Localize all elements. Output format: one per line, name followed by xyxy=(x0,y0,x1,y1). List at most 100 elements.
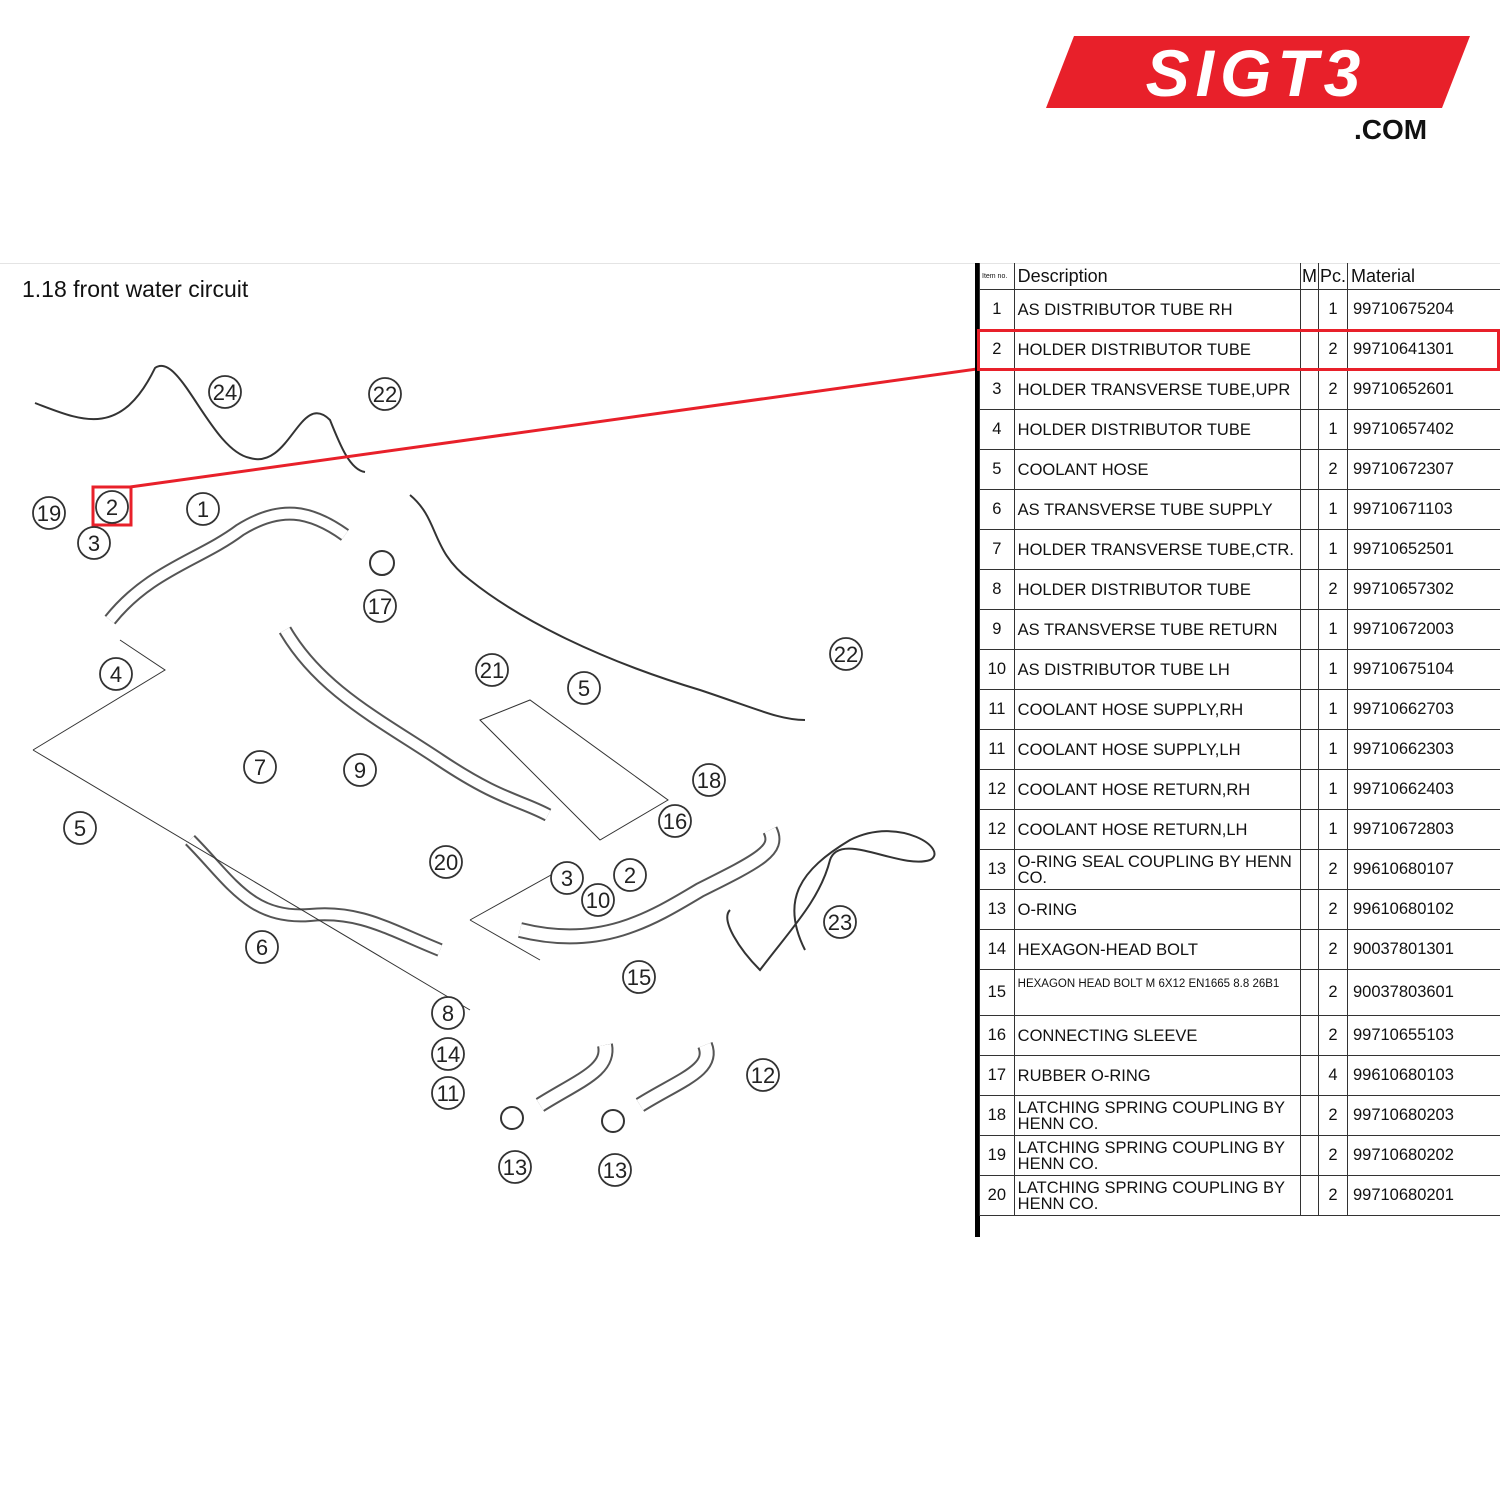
item-number: 6 xyxy=(979,489,1015,530)
callout-1[interactable]: 1 xyxy=(186,492,220,526)
callout-16[interactable]: 16 xyxy=(658,804,692,838)
callout-3[interactable]: 3 xyxy=(550,861,584,895)
material-number: 99710675204 xyxy=(1346,289,1500,330)
callout-21[interactable]: 21 xyxy=(475,653,509,687)
piece-count: 1 xyxy=(1317,769,1348,810)
callout-17[interactable]: 17 xyxy=(363,589,397,623)
callout-number: 21 xyxy=(480,658,504,683)
callout-number: 22 xyxy=(834,642,858,667)
m-cell xyxy=(1299,889,1319,930)
callout-8[interactable]: 8 xyxy=(431,996,465,1030)
callout-13[interactable]: 13 xyxy=(498,1150,532,1184)
callout-14[interactable]: 14 xyxy=(431,1037,465,1071)
callout-20[interactable]: 20 xyxy=(429,845,463,879)
material-number: 99710680202 xyxy=(1346,1135,1500,1176)
sigt3-logo: SIGT3 xyxy=(1046,36,1470,108)
callout-circle xyxy=(550,861,584,895)
callout-10[interactable]: 10 xyxy=(581,883,615,917)
material-number: 99710672803 xyxy=(1346,809,1500,850)
description: LATCHING SPRING COUPLING BY HENN CO. xyxy=(1013,1175,1301,1216)
callout-number: 8 xyxy=(442,1001,454,1026)
callout-3[interactable]: 3 xyxy=(77,526,111,560)
callout-9[interactable]: 9 xyxy=(343,753,377,787)
item-number: 10 xyxy=(979,649,1015,690)
callout-24[interactable]: 24 xyxy=(208,375,242,409)
description: RUBBER O-RING xyxy=(1013,1055,1301,1096)
callout-number: 2 xyxy=(624,863,636,888)
material-number: 99710675104 xyxy=(1346,649,1500,690)
callout-number: 14 xyxy=(436,1042,460,1067)
callout-13[interactable]: 13 xyxy=(598,1153,632,1187)
item-number: 13 xyxy=(979,889,1015,930)
description: COOLANT HOSE xyxy=(1013,449,1301,490)
m-cell xyxy=(1299,1135,1319,1176)
callout-11[interactable]: 11 xyxy=(431,1076,465,1110)
callout-23[interactable]: 23 xyxy=(823,905,857,939)
callout-22[interactable]: 22 xyxy=(829,637,863,671)
description: O-RING xyxy=(1013,889,1301,930)
callout-5[interactable]: 5 xyxy=(63,811,97,845)
item-number: 11 xyxy=(979,689,1015,730)
callout-6[interactable]: 6 xyxy=(245,930,279,964)
callout-2[interactable]: 2 xyxy=(95,490,129,524)
callout-circle xyxy=(746,1058,780,1092)
logo-com-text: .COM xyxy=(1354,114,1428,145)
item-number: 8 xyxy=(979,569,1015,610)
callout-circle xyxy=(581,883,615,917)
callout-number: 24 xyxy=(213,380,237,405)
description: COOLANT HOSE RETURN,LH xyxy=(1013,809,1301,850)
item-number: 3 xyxy=(979,369,1015,410)
header-description: Description xyxy=(1013,263,1301,290)
description: COOLANT HOSE SUPPLY,RH xyxy=(1013,689,1301,730)
callout-18[interactable]: 18 xyxy=(692,763,726,797)
callout-12[interactable]: 12 xyxy=(746,1058,780,1092)
m-cell xyxy=(1299,1015,1319,1056)
callout-4[interactable]: 4 xyxy=(99,657,133,691)
material-number: 99710671103 xyxy=(1346,489,1500,530)
callout-2[interactable]: 2 xyxy=(613,858,647,892)
piece-count: 1 xyxy=(1317,489,1348,530)
piece-count: 1 xyxy=(1317,609,1348,650)
callout-7[interactable]: 7 xyxy=(243,750,277,784)
callout-15[interactable]: 15 xyxy=(622,960,656,994)
m-cell xyxy=(1299,289,1319,330)
piece-count: 1 xyxy=(1317,809,1348,850)
highlighted-row-frame xyxy=(977,329,1500,371)
callout-19[interactable]: 19 xyxy=(32,496,66,530)
diagram-parts xyxy=(32,364,936,1133)
piece-count: 4 xyxy=(1317,1055,1348,1096)
description: COOLANT HOSE RETURN,RH xyxy=(1013,769,1301,810)
m-cell xyxy=(1299,409,1319,450)
highlight-callout-box xyxy=(91,485,133,527)
callout-circle xyxy=(658,804,692,838)
callout-22[interactable]: 22 xyxy=(368,377,402,411)
callout-number: 6 xyxy=(256,935,268,960)
callout-5[interactable]: 5 xyxy=(567,671,601,705)
material-number: 99710657302 xyxy=(1346,569,1500,610)
callout-number: 18 xyxy=(697,768,721,793)
callout-circle xyxy=(343,753,377,787)
